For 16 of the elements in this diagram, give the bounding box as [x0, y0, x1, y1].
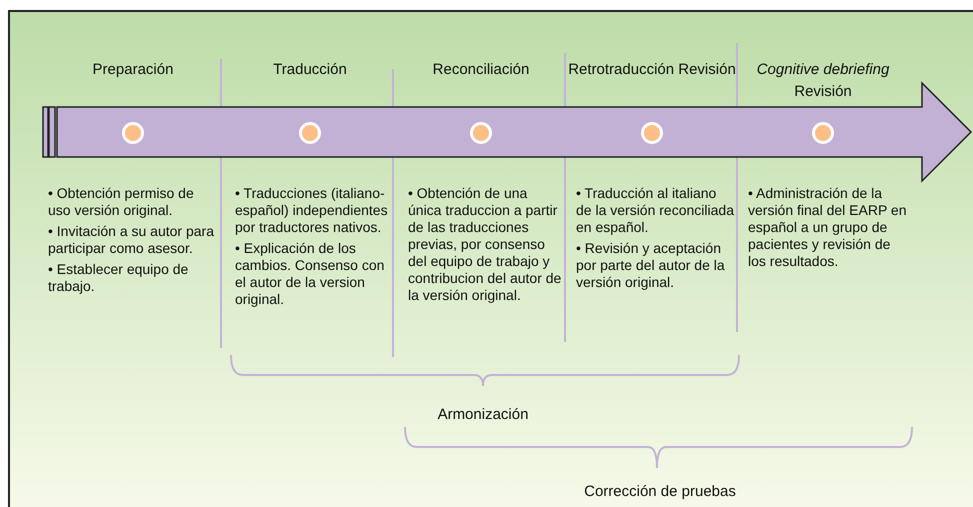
bullet-text: • Obtención permiso de uso versión original. — [48, 185, 195, 219]
bracket-label: Armonización — [438, 405, 528, 425]
stage-heading: Traducción — [272, 60, 348, 80]
stage-heading: Cognitive debriefing Revisión — [756, 60, 890, 102]
bullet-text: • Administración de la versión final del EARP en español a un grupo de pacientes y revisión de los resultados. — [748, 185, 908, 270]
bullet-text: • Traducciones (italiano-español) independientes por traductores nativos. — [235, 185, 389, 236]
bullet-text: • Establecer equipo de trabajo. — [48, 261, 190, 295]
bullet-text: • Obtención de una única traduccion a partir de las traducciones previas, por consenso del equipo de trabajo y contribucion del autor de la versión original. — [408, 185, 562, 304]
stage-heading: Reconciliación — [432, 60, 530, 80]
bullet-text: • Traducción al italiano de la versión reconciliada en español. — [576, 185, 734, 236]
stage-heading: Preparación — [92, 60, 174, 80]
stage-heading: Retrotraducción Revisión — [567, 60, 737, 80]
bullet-text: • Revisión y aceptación por parte del autor de la versión original. — [576, 240, 726, 291]
bracket-label: Corrección de pruebas — [584, 482, 736, 502]
bullet-text: • Explicación de los cambios. Consenso con el autor de la version original. — [235, 240, 386, 308]
bullet-text: • Invitación a su autor para participar como asesor. — [48, 223, 215, 257]
